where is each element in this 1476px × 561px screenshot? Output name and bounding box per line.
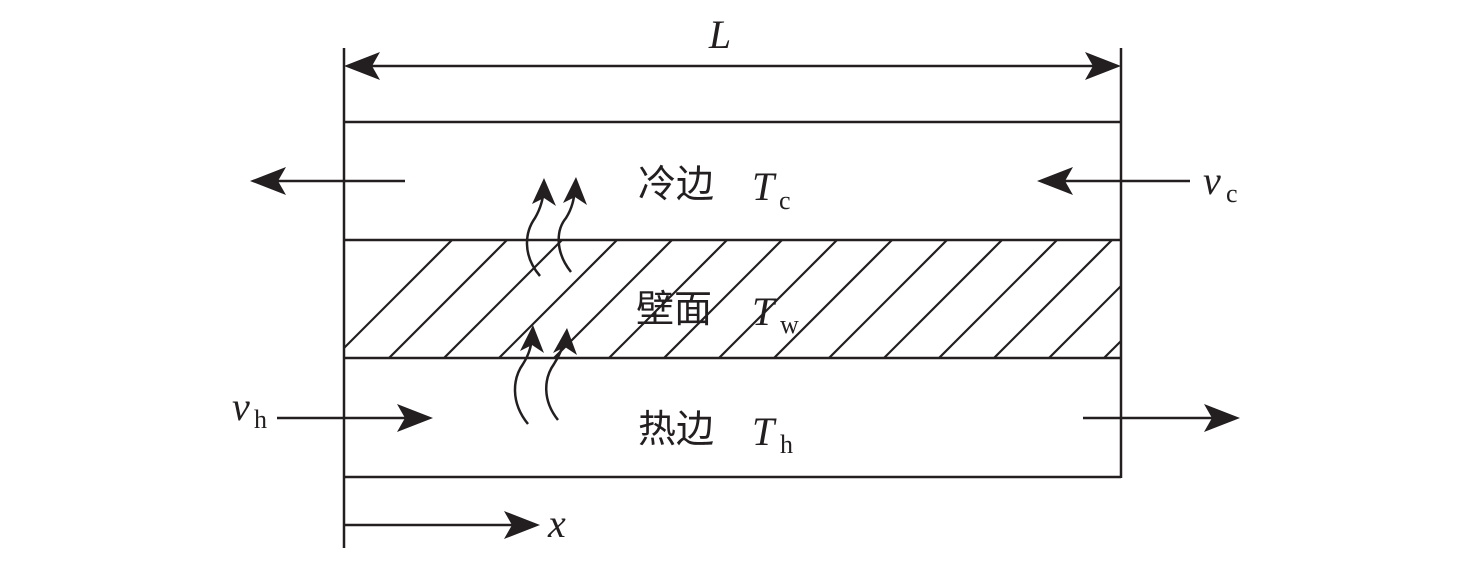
x-axis-arrowhead [504, 511, 540, 539]
wall-hatching [344, 240, 1332, 358]
cold-flow-arrows [250, 167, 1190, 195]
hatch-line [883, 240, 1003, 358]
wall-symbol: T [752, 289, 777, 334]
hatch-line [553, 240, 673, 358]
heat-arrow-hot-to-wall-1 [513, 337, 534, 425]
cold-side-symbol: T [752, 164, 777, 209]
hatch-line [828, 240, 948, 358]
hot-side-subscript: h [780, 430, 793, 459]
hatch-line [1214, 240, 1332, 358]
hatch-line [938, 240, 1058, 358]
hot-side-symbol: T [752, 409, 777, 454]
hatch-line [1159, 240, 1277, 358]
hot-side-label: 热边 T h [638, 407, 793, 459]
hatch-line [773, 240, 893, 358]
hatch-line [608, 240, 728, 358]
wall-label: 壁面 T w [636, 287, 799, 339]
heat-arrow-wall-to-cold-2 [557, 189, 577, 273]
heat-arrowhead [553, 328, 577, 355]
hot-side-name: 热边 [638, 407, 714, 451]
hot-inlet-arrowhead [397, 404, 433, 432]
length-label: L [708, 12, 731, 57]
wall-name: 壁面 [636, 287, 712, 331]
hatch-line [388, 240, 508, 358]
hatch-line [1048, 284, 1121, 358]
hot-velocity-label: v h [232, 384, 267, 434]
cold-inlet-arrowhead [1037, 167, 1073, 195]
heat-arrowhead [563, 177, 587, 205]
hatch-line [344, 240, 453, 350]
cold-velocity-symbol: v [1203, 158, 1221, 203]
cold-side-name: 冷边 [638, 162, 714, 206]
hatch-line [443, 240, 563, 358]
hot-flow-arrows [277, 404, 1240, 432]
cold-side-subscript: c [779, 186, 791, 215]
wall-subscript: w [780, 310, 799, 339]
channel-outline [344, 120, 1121, 479]
heat-arrow-hot-to-wall-2 [545, 339, 566, 421]
hatch-line [498, 240, 618, 358]
heat-arrow-wall-to-cold-1 [525, 189, 546, 277]
heat-arrowhead [532, 178, 556, 206]
length-arrowhead-right [1085, 52, 1121, 80]
cold-side-label: 冷边 T c [638, 162, 791, 215]
x-axis: x [344, 501, 566, 546]
hatch-line [718, 240, 838, 358]
cold-velocity-label: v c [1203, 158, 1238, 208]
hot-velocity-subscript: h [254, 405, 267, 434]
hot-velocity-symbol: v [232, 384, 250, 429]
cold-velocity-subscript: c [1226, 179, 1238, 208]
hatch-line [993, 240, 1113, 358]
cold-outlet-arrowhead [250, 167, 286, 195]
heat-arrowhead [520, 325, 544, 353]
x-axis-label: x [547, 501, 566, 546]
hatch-line [663, 240, 783, 358]
hot-outlet-arrowhead [1204, 404, 1240, 432]
length-arrowhead-left [344, 52, 380, 80]
length-dimension [342, 48, 1123, 548]
heat-flow-arrows [513, 177, 587, 425]
